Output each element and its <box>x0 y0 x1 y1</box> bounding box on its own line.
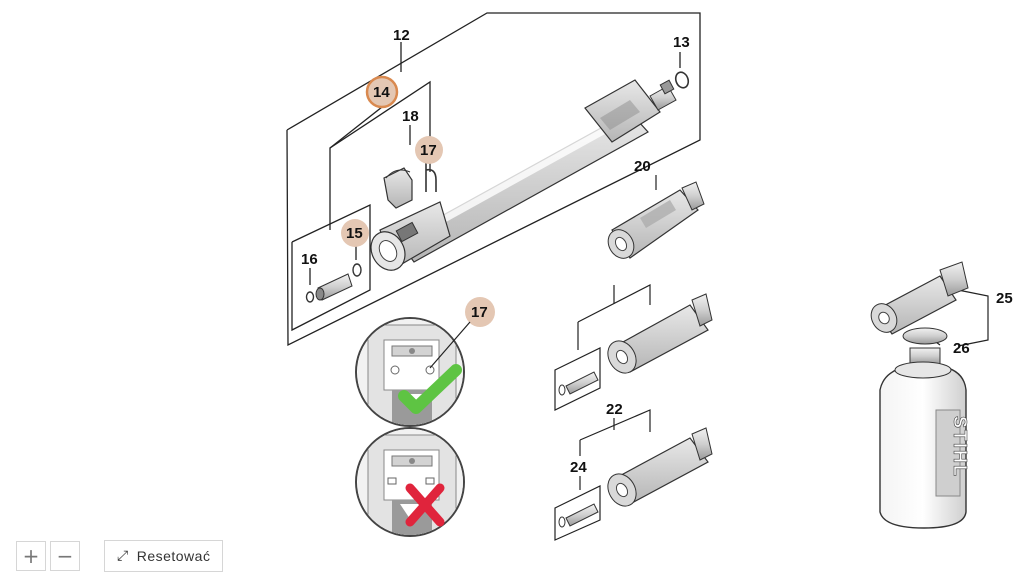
diagram-controls: + − ⤢ Resetować <box>16 540 224 572</box>
callout-15-bubble[interactable] <box>341 219 369 247</box>
callout-17-bubble-top[interactable] <box>415 136 443 164</box>
foam-bottle: STIHL <box>870 261 989 529</box>
zoom-out-button[interactable]: − <box>50 541 80 571</box>
callout-14[interactable]: 14 <box>373 84 390 101</box>
callout-17-top[interactable]: 17 <box>420 142 437 159</box>
stihl-brand-mark: STIHL <box>950 416 970 478</box>
reset-button[interactable]: ⤢ Resetować <box>104 540 224 572</box>
callout-22[interactable]: 22 <box>606 401 623 418</box>
callout-26[interactable]: 26 <box>953 340 970 357</box>
callout-12[interactable]: 12 <box>393 27 410 44</box>
callout-17-inset[interactable]: 17 <box>471 304 488 321</box>
callout-14-highlight[interactable] <box>365 75 399 109</box>
expand-arrows-icon: ⤢ <box>117 548 129 564</box>
callout-13[interactable]: 13 <box>673 34 690 51</box>
callout-18[interactable]: 18 <box>402 108 419 125</box>
cross-mark-icon <box>405 483 445 527</box>
nozzle-group-middle <box>554 284 713 411</box>
pin-17 <box>425 160 437 192</box>
inset-incorrect <box>355 427 465 537</box>
callout-20[interactable]: 20 <box>634 158 651 175</box>
callout-16[interactable]: 16 <box>301 251 318 268</box>
callout-24[interactable]: 24 <box>570 459 587 476</box>
o-ring-13 <box>674 71 690 89</box>
clip-18 <box>383 167 413 209</box>
callout-25[interactable]: 25 <box>996 290 1013 307</box>
check-mark-icon <box>398 364 462 414</box>
nozzle-20 <box>607 175 705 259</box>
reset-label: Resetować <box>136 548 211 564</box>
nozzle-group-22 <box>554 409 713 541</box>
callout-15[interactable]: 15 <box>346 225 363 242</box>
lance-pipe <box>370 79 677 271</box>
inset-correct <box>355 317 471 427</box>
callout-17-bubble-inset[interactable] <box>465 297 495 327</box>
nozzle-insert-16 <box>305 263 362 303</box>
zoom-in-button[interactable]: + <box>16 541 46 571</box>
lance-group-frame <box>286 12 701 347</box>
